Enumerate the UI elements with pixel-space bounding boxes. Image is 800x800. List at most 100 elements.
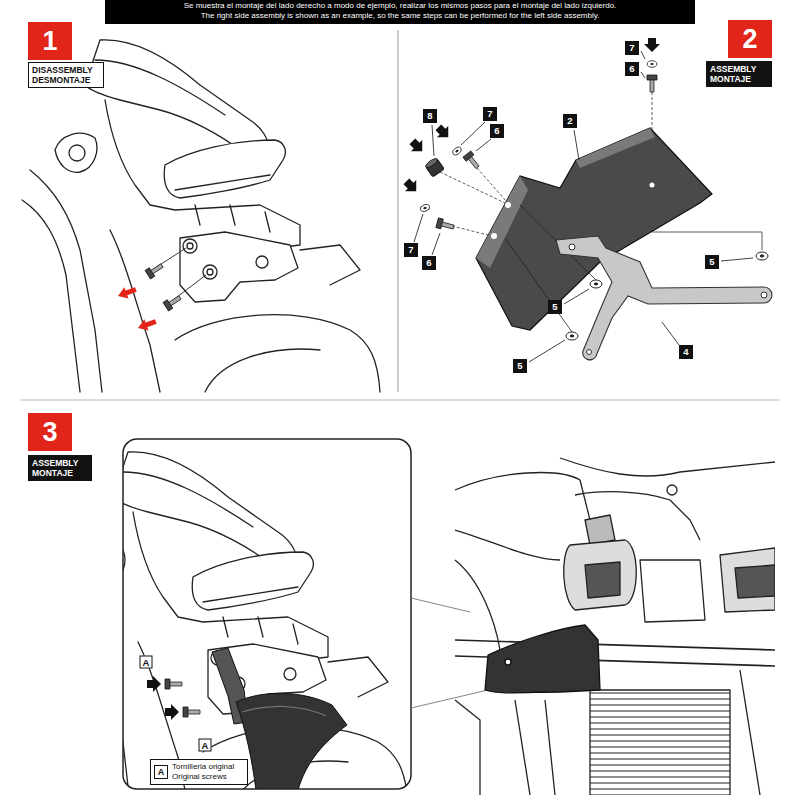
original-screw [163,293,183,311]
screw-path [155,248,206,300]
fairing-line [455,473,590,520]
legend-box: Tornilleria original Original screws A [150,759,248,785]
panel-divider [398,30,399,392]
center-panel [640,560,705,622]
step-tag: ASSEMBLY MONTAJE [706,61,772,87]
bracket-hole [569,244,575,250]
nut-8 [424,157,444,177]
callout-number: 6 [625,62,639,76]
leader-line [529,340,565,362]
callout-number: 5 [548,300,562,314]
installed-deflector [236,693,347,789]
deflector-face [476,176,528,268]
fork-leg [515,700,555,795]
step-number: 3 [28,413,72,451]
callout-number: 5 [513,359,527,373]
callout-number: 7 [483,107,497,121]
inset-frame [123,439,411,789]
support-bracket [556,236,772,360]
push-arrow [147,676,161,692]
leader-line [461,122,485,145]
node-text: ASSEMBLY MONTAJE [710,64,768,84]
washer-5 [590,280,602,288]
windscreen-line [560,458,775,476]
node-text: 3 [42,417,57,448]
deflector-hole [650,183,655,188]
leader-line [662,322,679,345]
nut-top [424,157,438,169]
deflector-hole [505,659,511,665]
leader-line [432,125,434,156]
washer-5 [756,252,768,260]
push-arrow [407,136,428,157]
position-light [585,515,615,545]
leader-line [414,214,423,242]
deflector-edge [242,706,326,716]
leader-line [721,258,753,261]
leader-line [574,130,579,160]
node-text: Tornilleria original Original screws [172,762,243,782]
callout-number: 7 [404,243,418,257]
callout-number: 5 [705,255,719,269]
node-text: 1 [42,26,57,57]
deflector-hole [491,233,497,239]
step-number: 2 [728,20,772,58]
notice-band: Se muestra el montaje del lado derecho a… [105,0,695,24]
callout-number: 4 [679,345,693,359]
radiator-grille [590,690,730,795]
side-panel [740,670,760,795]
push-arrow [401,176,422,197]
node-text: ASSEMBLY MONTAJE [32,458,88,478]
reference-letter: A [199,739,212,752]
reference-letter: A [140,656,153,669]
washer-5 [566,332,578,340]
side-panel [455,700,480,795]
motorcycle-side-view [22,40,380,392]
side-fairing [455,530,560,560]
panel-divider [20,400,780,401]
screw-6 [463,151,481,171]
reference-letter-box: A [154,765,168,779]
headlight-lens [585,562,620,598]
headlight [564,540,637,610]
front-view [455,458,775,795]
push-arrow [165,704,179,720]
washer-7 [451,146,463,157]
original-screw [145,261,165,279]
callout-number: 7 [625,41,639,55]
push-arrow [644,38,660,52]
leader-lines [414,51,753,362]
headlight [720,548,775,612]
leader-line [641,72,645,78]
step-tag: ASSEMBLY MONTAJE [28,455,92,481]
callout-number: 2 [563,114,577,128]
leader-line [476,139,491,151]
leader-line [564,289,589,304]
zoom-line [411,598,488,708]
callout-number: 6 [422,256,436,270]
node-text: Se muestra el montaje del lado derecho a… [109,1,691,11]
callout-number: 6 [490,124,504,138]
inset-view [123,452,408,789]
bracket-hole [587,350,592,355]
node-text: DISASSEMBLY DESMONTAJE [32,65,100,85]
assembly-line [505,205,596,332]
node-text: 2 [742,24,757,55]
step-tag: DISASSEMBLY DESMONTAJE [28,62,104,88]
side-fairing [455,560,500,650]
push-arrow [433,122,454,143]
step-number: 1 [28,22,72,60]
headlight-lens [735,565,775,598]
bracket-hole [761,292,767,298]
node-text: A [158,767,165,777]
washer-7 [419,203,430,212]
bolt-head [667,485,677,495]
washer-7 [647,61,657,67]
remove-arrow [136,316,158,334]
motorcycle-side-view [123,452,408,789]
